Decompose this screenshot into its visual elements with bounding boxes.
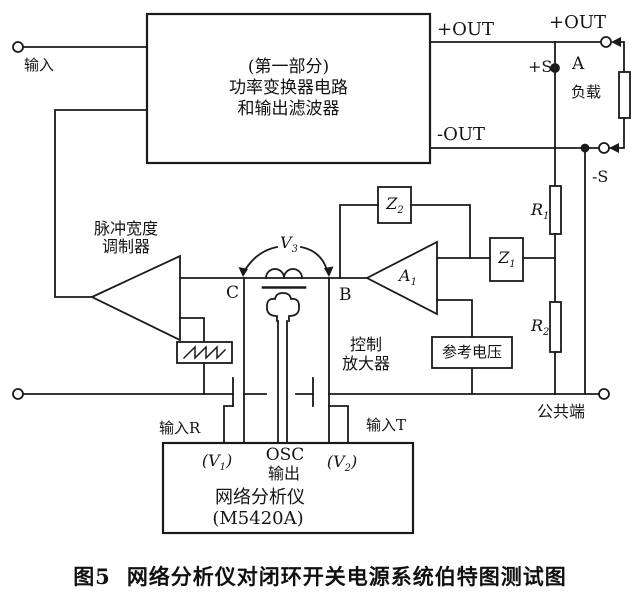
input-t-shield-wire [328, 405, 349, 444]
load-resistor [618, 71, 631, 119]
v3-arrow-left-arc [243, 245, 279, 272]
node-b-label: B [339, 285, 352, 305]
a1-label: A1 [399, 266, 417, 289]
v3-arrowhead-right [324, 266, 334, 277]
pwm-label-line1: 脉冲宽度 [93, 219, 159, 238]
common-left-terminal-circle [12, 388, 24, 400]
node-c-label: C [226, 283, 240, 303]
common-right-terminal-circle [598, 388, 610, 400]
v1-label: (V1) [201, 451, 233, 474]
power-stage-line2: 功率变换器电路 [229, 78, 348, 98]
common-terminal-label: 公共端 [537, 402, 586, 421]
pos-out-label-right: +OUT [549, 12, 607, 33]
ctrl-amp-label-line1: 控制 [349, 335, 383, 354]
resistor-r2 [549, 301, 562, 353]
v3-arrow-right-arc [299, 245, 329, 272]
input-t-label: 输入T [366, 416, 407, 434]
neg-out-terminal-circle [598, 142, 610, 154]
ctrl-amp-label-line2: 放大器 [341, 354, 391, 373]
error-amp-a1-triangle [365, 240, 438, 316]
load-top-wire [619, 41, 625, 73]
network-analyzer-box [161, 441, 415, 535]
point-a-label: A [572, 54, 585, 74]
pos-sense-label: +S [528, 57, 553, 76]
power-stage-text: (第一部分) 功率变换器电路 和输出滤波器 [147, 57, 430, 120]
pos-out-label-left: +OUT [437, 19, 495, 40]
resistor-r1 [549, 185, 562, 235]
input-label: 输入 [24, 56, 55, 74]
ref-input-wire [436, 299, 473, 338]
pwm-comparator-triangle [89, 254, 181, 342]
impedance-z1-box [489, 237, 524, 282]
osc-label-line1: OSC [265, 445, 305, 465]
input-terminal-circle [12, 41, 24, 53]
load-bottom-wire [608, 117, 625, 149]
pwm-to-powerbox-wire [54, 109, 148, 298]
z2-label: Z2 [386, 194, 404, 217]
transformer-primary-coil [265, 268, 303, 279]
input-r-label: 输入R [159, 419, 201, 437]
power-stage-line3: 和输出滤波器 [237, 99, 340, 119]
analyzer-model-label: (M5420A) [212, 508, 304, 529]
sawtooth-waveform-icon [182, 345, 227, 360]
transformer-secondary-coil [266, 292, 300, 322]
z2-left-wire [339, 204, 379, 279]
load-label: 负载 [571, 83, 602, 101]
pos-sense-dot [550, 63, 560, 73]
power-stage-box [145, 12, 432, 165]
pos-out-terminal-circle [600, 36, 612, 48]
analyzer-name-label: 网络分析仪 [215, 487, 305, 508]
r1-label: R1 [531, 200, 550, 223]
osc-label-line2: 输出 [267, 464, 301, 483]
pos-out-plug-arrow [611, 37, 621, 47]
z1-label: Z1 [498, 248, 516, 271]
reference-voltage-label: 参考电压 [441, 343, 503, 361]
neg-sense-label: -S [592, 167, 609, 186]
pwm-label-line2: 调制器 [101, 237, 151, 256]
figure-caption-number: 图5 [73, 564, 111, 589]
figure-caption: 图5 网络分析仪对闭环开关电源系统伯特图测试图 [0, 561, 640, 591]
neg-out-label: -OUT [437, 124, 486, 145]
power-stage-line1: (第一部分) [247, 57, 330, 77]
sawtooth-input-wire [179, 317, 205, 343]
figure-caption-text: 网络分析仪对闭环开关电源系统伯特图测试图 [126, 564, 567, 589]
v3-arrowhead-left [238, 267, 248, 277]
reference-voltage-box [431, 336, 513, 369]
input-r-shield-wire [223, 405, 234, 444]
r2-label: R2 [531, 316, 550, 339]
neg-out-plug-arrow [609, 143, 619, 153]
v2-label: (V2) [326, 452, 358, 475]
z2-right-wire [410, 204, 471, 259]
v3-label: V3 [280, 233, 298, 256]
sawtooth-generator-box [176, 341, 233, 364]
